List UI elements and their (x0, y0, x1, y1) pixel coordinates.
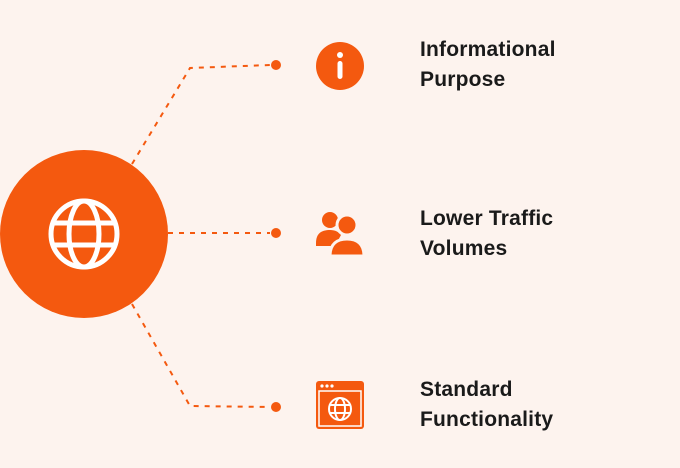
connector-bottom (131, 303, 271, 408)
globe-icon (48, 198, 120, 270)
item-label-line1: Informational (420, 38, 556, 61)
item-label-line2: Volumes (420, 237, 508, 260)
item-label-line2: Functionality (420, 408, 554, 431)
info-icon (315, 41, 365, 91)
browser-globe-icon (315, 380, 365, 430)
item-label-standard-functionality: Standard Functionality (420, 375, 553, 435)
item-label-lower-traffic-volumes: Lower Traffic Volumes (420, 204, 553, 264)
connector-dot-bottom (271, 402, 281, 412)
connector-dot-top (271, 60, 281, 70)
connector-top (131, 64, 271, 165)
item-label-informational-purpose: Informational Purpose (420, 35, 556, 95)
item-label-line1: Lower Traffic (420, 207, 554, 230)
hub-circle (0, 150, 168, 318)
item-label-line1: Standard (420, 378, 513, 401)
users-icon (315, 208, 365, 258)
connector-dot-middle (271, 228, 281, 238)
item-label-line2: Purpose (420, 68, 506, 91)
